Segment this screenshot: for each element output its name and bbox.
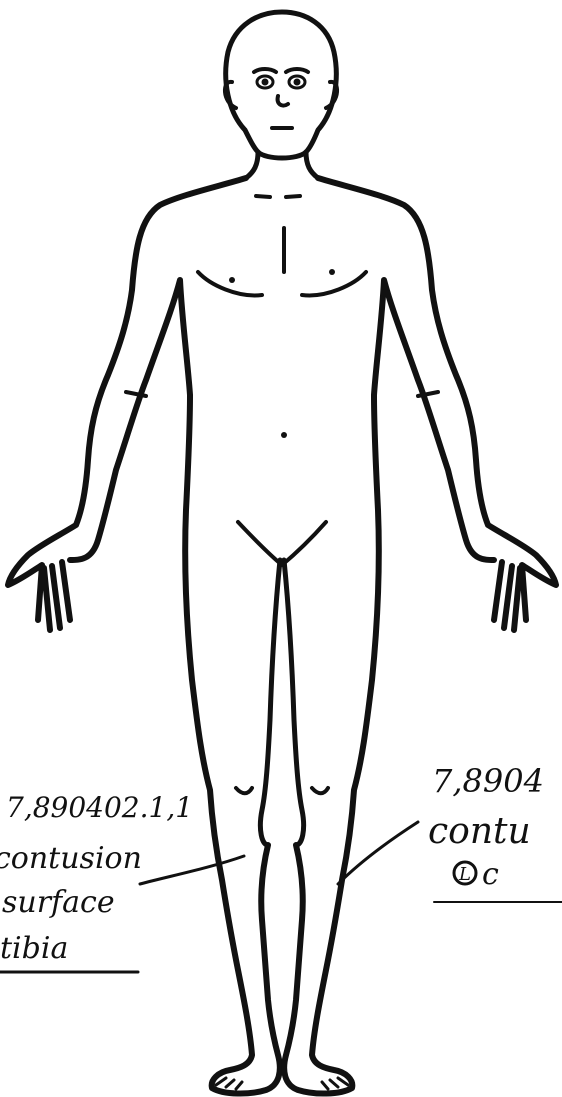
navel — [281, 432, 287, 438]
left-leg-note-line-2: c — [482, 857, 499, 892]
left-ear — [326, 82, 337, 108]
left-nipple — [329, 269, 335, 275]
head-outline — [226, 12, 337, 158]
right-leg-note-line-1: contusion — [0, 841, 142, 876]
right-leg-note-line-2: surface — [2, 885, 115, 920]
right-leg-code: 7,890402.1,1 — [6, 791, 193, 824]
right-nipple — [229, 277, 235, 283]
nose — [278, 96, 288, 106]
right-leg-note-line-3: tibia — [0, 931, 68, 966]
left-leg-code: 7,8904 — [432, 762, 544, 800]
left-side-marker: L — [458, 864, 471, 885]
right-leg-pointer-line — [140, 856, 244, 884]
left-leg-note-line-1: contu — [428, 811, 531, 852]
inner-leg-line — [260, 560, 280, 845]
body-outline-left — [284, 178, 556, 1094]
